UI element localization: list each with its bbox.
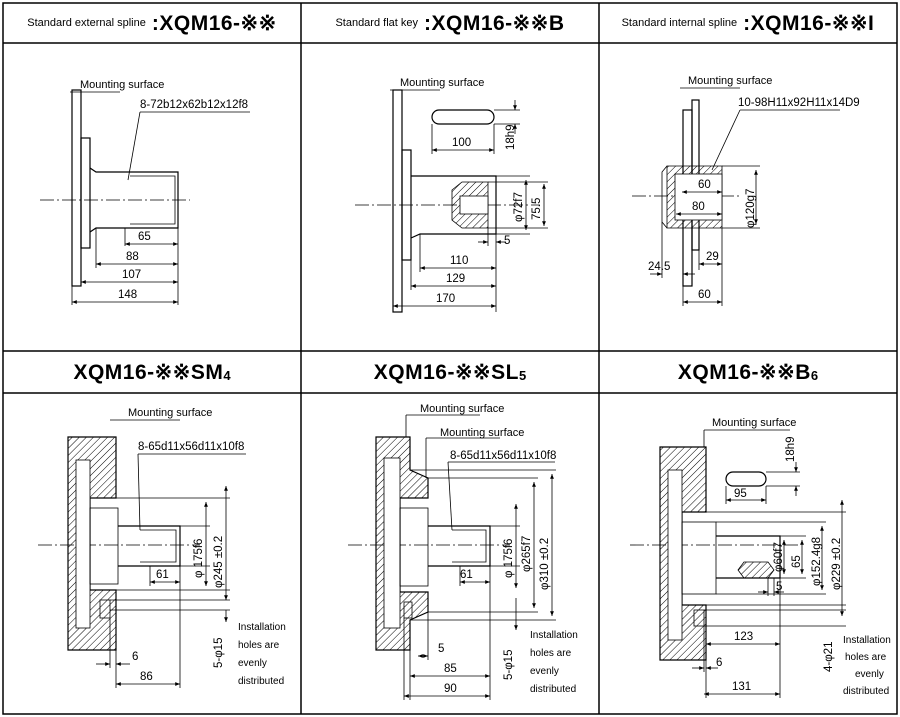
b-dim-100: 100 <box>452 137 471 149</box>
panel-b6 <box>630 429 846 698</box>
panel-internal-spline <box>632 87 840 306</box>
e-dim-90: 90 <box>444 683 457 695</box>
e-holes: 5-φ15 <box>503 650 515 680</box>
d-spline-spec: 8-65d11x56d11x10f8 <box>138 441 244 453</box>
f-dim-95: 95 <box>734 488 747 500</box>
f-dim-131: 131 <box>732 681 751 693</box>
e-dim-5: 5 <box>438 643 444 655</box>
c-dim-24-5: 24.5 <box>648 261 670 273</box>
b-dim-72f7: φ72f7 <box>513 192 525 222</box>
f-dim-152-4g8: φ152.4g8 <box>811 537 823 586</box>
header-f-model: XQM16-※※B <box>677 360 811 384</box>
e-dim-175f6: φ 175f6 <box>503 539 515 578</box>
e-note-2: holes are <box>530 648 572 659</box>
header-d-model: XQM16-※※SM <box>73 360 224 384</box>
e-note-3: evenly <box>530 666 559 677</box>
c-dim-80: 80 <box>692 201 705 213</box>
a-spline-spec: 8-72b12x62b12x12f8 <box>140 99 248 111</box>
f-dim-5: 5 <box>776 581 782 593</box>
f-note-1: Installation <box>843 635 891 646</box>
a-dim-148: 148 <box>118 289 137 301</box>
e-note-1: Installation <box>530 630 578 641</box>
header-a-model: :XQM16-※※ <box>151 11 277 35</box>
c-dim-120g7: φ120g7 <box>745 189 757 228</box>
b-dim-75-5: 75.5 <box>531 198 543 220</box>
panel-sl5 <box>348 414 556 700</box>
header-internal-spline: Standard internal spline :XQM16-※※I <box>600 4 896 42</box>
f-dim-229: φ229 ±0.2 <box>831 538 843 590</box>
a-mounting-label: Mounting surface <box>80 79 164 91</box>
header-b-model: :XQM16-※※B <box>424 11 565 35</box>
a-dim-107: 107 <box>122 269 141 281</box>
b-dim-129: 129 <box>446 273 465 285</box>
f-dim-18h9: 18h9 <box>785 436 797 462</box>
f-note-3: evenly <box>855 669 884 680</box>
e-spline-spec: 8-65d11x56d11x10f8 <box>450 450 556 462</box>
header-flat-key: Standard flat key :XQM16-※※B <box>302 4 598 42</box>
b-mounting-label: Mounting surface <box>400 77 484 89</box>
b-dim-18h9: 18h9 <box>505 124 517 150</box>
a-dim-65: 65 <box>138 231 151 243</box>
d-dim-86: 86 <box>140 671 153 683</box>
header-f-sub: 6 <box>810 368 819 383</box>
d-dim-61: 61 <box>156 569 169 581</box>
header-c-model: :XQM16-※※I <box>743 11 875 35</box>
f-note-4: distributed <box>843 686 889 697</box>
f-dim-60f7: φ60f7 <box>773 542 785 572</box>
e-dim-61: 61 <box>460 569 473 581</box>
d-dim-175f6: φ 175f6 <box>193 539 205 578</box>
header-b-label: Standard flat key <box>335 17 418 29</box>
f-dim-65: 65 <box>791 555 803 568</box>
c-dim-60a: 60 <box>698 179 711 191</box>
e-dim-265f7: φ265f7 <box>521 536 533 572</box>
header-e-model: XQM16-※※SL <box>373 360 519 384</box>
c-mounting-label: Mounting surface <box>688 75 772 87</box>
d-note-4: distributed <box>238 676 284 687</box>
f-dim-123: 123 <box>734 631 753 643</box>
b-dim-170: 170 <box>436 293 455 305</box>
b-dim-5: 5 <box>504 235 510 247</box>
e-mounting-label-2: Mounting surface <box>440 427 524 439</box>
e-dim-310: φ310 ±0.2 <box>539 538 551 590</box>
d-dim-245: φ245 ±0.2 <box>213 536 225 588</box>
d-mounting-label: Mounting surface <box>128 407 212 419</box>
f-dim-6: 6 <box>716 657 722 669</box>
panel-flat-key <box>355 89 548 313</box>
e-mounting-label-1: Mounting surface <box>420 403 504 415</box>
c-dim-60b: 60 <box>698 289 711 301</box>
f-mounting-label: Mounting surface <box>712 417 796 429</box>
c-spline-spec: 10-98H11x92H11x14D9 <box>738 97 860 109</box>
d-note-2: holes are <box>238 640 280 651</box>
c-dim-29: 29 <box>706 251 719 263</box>
header-e-sub: 5 <box>518 368 527 383</box>
header-external-spline: Standard external spline :XQM16-※※ <box>4 4 300 42</box>
d-holes: 5-φ15 <box>213 638 225 668</box>
b-dim-110: 110 <box>450 255 468 267</box>
header-a-label: Standard external spline <box>27 17 146 29</box>
e-note-4: distributed <box>530 684 576 695</box>
f-holes: 4-φ21 <box>823 642 835 672</box>
header-d-sub: 4 <box>223 368 231 383</box>
d-note-1: Installation <box>238 622 286 633</box>
d-dim-6: 6 <box>132 651 138 663</box>
header-c-label: Standard internal spline <box>621 17 738 29</box>
panel-sm4 <box>38 419 246 688</box>
e-dim-85: 85 <box>444 663 457 675</box>
d-note-3: evenly <box>238 658 267 669</box>
f-note-2: holes are <box>845 652 887 663</box>
a-dim-88: 88 <box>126 251 139 263</box>
panel-external-spline <box>40 89 250 305</box>
